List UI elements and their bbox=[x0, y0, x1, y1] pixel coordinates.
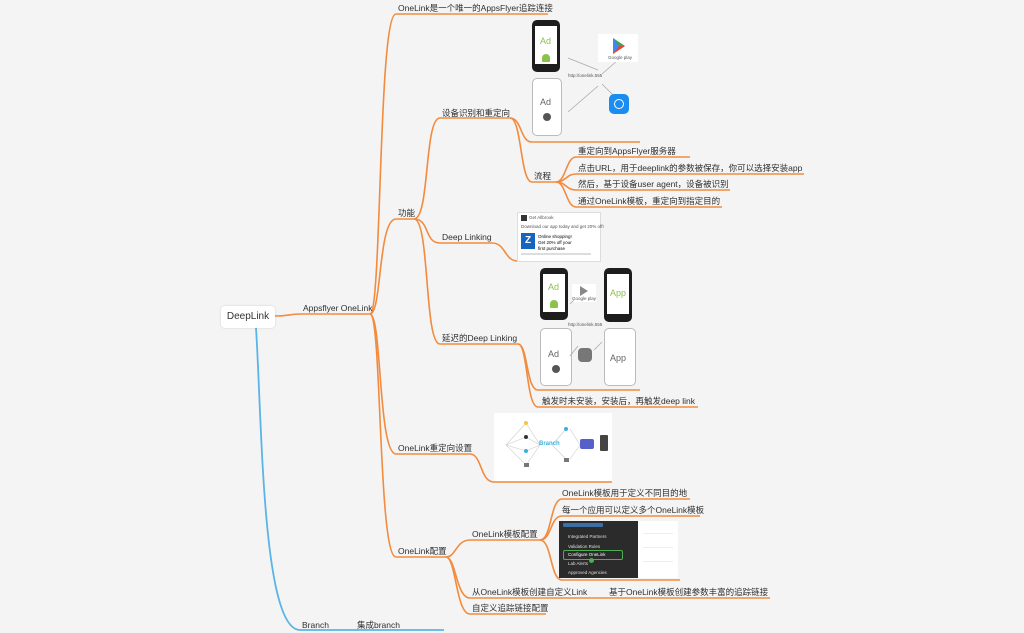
android-phone-app: App bbox=[604, 268, 632, 322]
edge-redirect-image bbox=[469, 453, 612, 483]
flow-step-1[interactable]: 重定向到AppsFlyer服务器 bbox=[578, 146, 676, 156]
app-store-icon-2 bbox=[578, 348, 592, 362]
image-device-redirect: Ad Ad http://onelink.555 Google play bbox=[532, 18, 640, 138]
cursor-dot bbox=[589, 558, 594, 563]
image-redirect-setting-flow: Branch bbox=[494, 413, 612, 481]
node-template-config[interactable]: OneLink模板配置 bbox=[472, 529, 538, 539]
edge-redirect bbox=[369, 313, 470, 455]
app-logo-z: Z bbox=[521, 233, 535, 249]
edge-step4 bbox=[555, 181, 722, 208]
branch-label: Branch bbox=[539, 441, 560, 447]
menu-item-integrated-partners[interactable]: Integrated Partners bbox=[568, 534, 607, 539]
edge-root-branch bbox=[255, 327, 352, 631]
iphone-2: Ad bbox=[540, 328, 572, 386]
edge-template-img bbox=[539, 539, 680, 581]
edge-device bbox=[413, 117, 510, 220]
node-device-redirect[interactable]: 设备识别和重定向 bbox=[442, 108, 511, 118]
node-template-point-1[interactable]: OneLink模板用于定义不同目的地 bbox=[562, 488, 688, 498]
edge-template-p2 bbox=[539, 515, 700, 541]
deferred-arrows bbox=[569, 299, 603, 357]
image-deferred-deep-linking: Ad App Google play http://onelink.555 Ad… bbox=[538, 266, 640, 388]
config-menu-panel: Integrated Partners Validation Rules Con… bbox=[559, 521, 638, 578]
node-feature[interactable]: 功能 bbox=[398, 208, 416, 218]
iphone-app: App bbox=[604, 328, 636, 386]
node-redirect-setting[interactable]: OneLink重定向设置 bbox=[398, 443, 473, 453]
edge-deferred-note bbox=[517, 343, 698, 408]
onelink-url: http://onelink.555 bbox=[568, 73, 603, 78]
ad-label-ios: Ad bbox=[540, 97, 552, 107]
node-create-custom-link[interactable]: 从OneLink模板创建自定义Link bbox=[472, 587, 588, 597]
google-play-mini: Google play bbox=[572, 284, 596, 302]
edge-feature bbox=[369, 218, 414, 315]
edge-device-flow bbox=[509, 117, 556, 183]
node-flow[interactable]: 流程 bbox=[534, 171, 552, 181]
node-onelink-config[interactable]: OneLink配置 bbox=[398, 546, 447, 556]
node-deferred-deep-linking[interactable]: 延迟的Deep Linking bbox=[442, 333, 518, 343]
flow-step-2[interactable]: 点击URL，用于deeplink的参数被保存，你可以选择安装app bbox=[578, 163, 803, 173]
edge-intro bbox=[369, 13, 548, 315]
flow-step-3[interactable]: 然后，基于设备user agent，设备被识别 bbox=[578, 179, 729, 189]
node-custom-tracking[interactable]: 自定义追踪链接配置 bbox=[472, 603, 549, 613]
menu-item-approved-agencies[interactable]: Approved Agencies bbox=[568, 570, 607, 575]
menu-item-validation-rules[interactable]: Validation Rules bbox=[568, 544, 601, 549]
flow-step-4[interactable]: 通过OneLink模板，重定向到指定目的 bbox=[578, 196, 721, 206]
onelink-url-2: http://onelink.555 bbox=[568, 322, 603, 327]
app-store-icon bbox=[609, 94, 629, 114]
ad-label: Ad bbox=[540, 36, 552, 46]
image-onelink-config-menu: Integrated Partners Validation Rules Con… bbox=[559, 521, 678, 578]
menu-item-lab-alerts[interactable]: Lab Alerts bbox=[568, 561, 589, 566]
android-phone: Ad bbox=[532, 20, 560, 72]
image-deep-linking-ad: Get Allbrook Download our app today and … bbox=[517, 212, 604, 262]
menu-item-configure-onelink[interactable]: Configure OneLink bbox=[568, 552, 606, 557]
android-phone-2: Ad bbox=[540, 268, 568, 320]
node-integrate-branch[interactable]: 集成branch bbox=[357, 620, 400, 630]
edge-deferred bbox=[413, 218, 518, 345]
node-appsflyer-onelink[interactable]: Appsflyer OneLink bbox=[303, 303, 373, 313]
node-template-point-2[interactable]: 每一个应用可以定义多个OneLink模板 bbox=[562, 505, 705, 515]
node-branch[interactable]: Branch bbox=[302, 620, 329, 630]
edge-config bbox=[369, 313, 446, 558]
google-play-badge: Google play bbox=[598, 34, 638, 62]
iphone: Ad bbox=[532, 78, 562, 136]
node-create-link-note[interactable]: 基于OneLink模板创建参数丰富的追踪链接 bbox=[609, 587, 769, 597]
node-deferred-note[interactable]: 触发时未安装，安装后，再触发deep link bbox=[542, 396, 696, 406]
node-deep-linking[interactable]: Deep Linking bbox=[442, 232, 492, 242]
android-icon bbox=[542, 54, 550, 62]
edge-template-config bbox=[445, 539, 540, 558]
root-node[interactable]: DeepLink bbox=[221, 306, 275, 328]
edge-custom-tracking bbox=[445, 556, 546, 615]
redirect-flow-diagram bbox=[505, 421, 608, 467]
apple-icon bbox=[543, 113, 551, 121]
edge-root-appsflyer bbox=[274, 313, 370, 317]
edge-deeplink bbox=[413, 218, 492, 244]
node-onelink-intro[interactable]: OneLink是一个唯一的AppsFlyer追踪连接 bbox=[398, 3, 553, 13]
